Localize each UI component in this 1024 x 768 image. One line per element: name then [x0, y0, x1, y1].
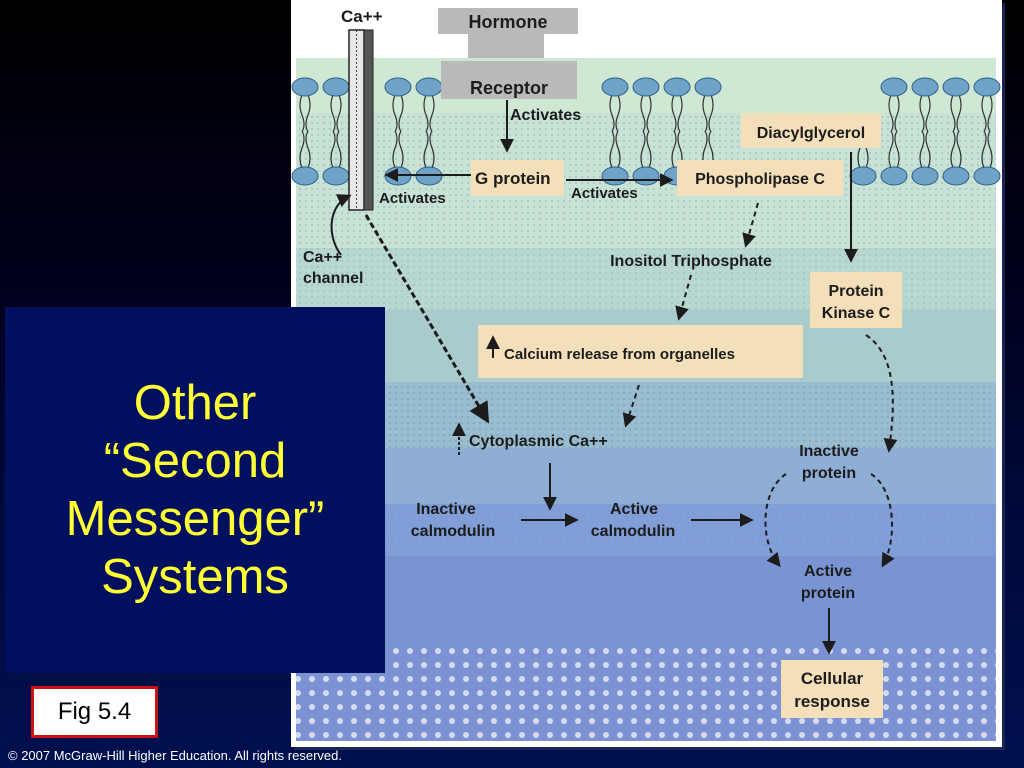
inactive-protein-label-line2: protein [802, 465, 856, 482]
lipid-tail [423, 94, 435, 133]
inactive-calmodulin-label-line1: Inactive [416, 501, 476, 518]
lipid-tail [330, 94, 342, 133]
active-protein-label-line2: protein [801, 585, 855, 602]
lipid-head [632, 166, 660, 186]
lipid-tail [609, 130, 621, 169]
lipid-head [415, 77, 443, 97]
lipid-head [322, 77, 350, 97]
lipid-tail [981, 130, 993, 169]
title-line-2: “Second [103, 434, 287, 488]
slide-title-panel: Other “Second Messenger” Systems [5, 307, 385, 673]
figure-label: Fig 5.4 [57, 698, 132, 725]
lipid-head [384, 77, 412, 97]
title-line-4: Systems [101, 550, 289, 604]
lipid-head [973, 166, 1001, 186]
label-boxes [438, 8, 902, 718]
lipid-tail [640, 94, 652, 133]
slide-title: Other “Second Messenger” Systems [66, 374, 325, 606]
phospholipase-c-label: Phospholipase C [695, 171, 825, 188]
lipid-head [880, 77, 908, 97]
activates-label-receptor: Activates [510, 107, 581, 124]
ca-channel-label-line2: channel [303, 270, 363, 287]
ca-channel-structure [348, 29, 374, 211]
activates-label-plc: Activates [571, 185, 638, 202]
lipid-head [601, 77, 629, 97]
receptor-label: Receptor [470, 78, 548, 98]
lipid-tail [888, 130, 900, 169]
lipid-tail [392, 94, 404, 133]
figure-label-box: Fig 5.4 [31, 686, 158, 738]
lipid-head [880, 166, 908, 186]
ca-channel-label-line1: Ca++ [303, 249, 342, 266]
diacylglycerol-label: Diacylglycerol [757, 125, 866, 142]
lipid-tail [609, 94, 621, 133]
lipid-tail [299, 94, 311, 133]
cellular-response-label-line1: Cellular [801, 669, 864, 688]
lipid-tail [640, 130, 652, 169]
lipid-head [663, 77, 691, 97]
active-calmodulin-label-line1: Active [610, 501, 658, 518]
protein-kinase-c-label-line2: Kinase C [822, 305, 891, 322]
hormone-label: Hormone [468, 12, 547, 32]
lipid-tail [950, 130, 962, 169]
lipid-head [632, 77, 660, 97]
cellular-response-label-line2: response [794, 692, 870, 711]
lipid-tail [671, 94, 683, 133]
cytoplasmic-ca-label: Cytoplasmic Ca++ [469, 433, 608, 450]
lipid-head [849, 166, 877, 186]
pathway-diagram: Ca++ Hormone Receptor Activates Diacylgl… [291, 7, 1001, 741]
inositol-triphosphate-label: Inositol Triphosphate [610, 253, 772, 270]
lipid-head [942, 166, 970, 186]
background-bands [296, 58, 996, 741]
lipid-tail [950, 94, 962, 133]
lipid-tail [392, 130, 404, 169]
lipid-tail [919, 94, 931, 133]
title-line-3: Messenger” [65, 492, 325, 546]
lipid-tail [888, 94, 900, 133]
lipid-head [322, 166, 350, 186]
lipid-tail [423, 130, 435, 169]
inactive-protein-label-line1: Inactive [799, 443, 859, 460]
activates-label-channel: Activates [379, 190, 446, 207]
copyright-notice: © 2007 McGraw-Hill Higher Education. All… [8, 748, 342, 763]
active-protein-label-line1: Active [804, 563, 852, 580]
active-calmodulin-label-line2: calmodulin [591, 523, 675, 540]
pathway-arrows [330, 100, 898, 655]
lipid-head [601, 166, 629, 186]
lipid-head [973, 77, 1001, 97]
lipid-head [911, 77, 939, 97]
lipid-head [942, 77, 970, 97]
lipid-tail [299, 130, 311, 169]
diagram-labels: Ca++ Hormone Receptor Activates Diacylgl… [303, 7, 891, 711]
title-line-1: Other [133, 376, 257, 430]
lipid-tail [919, 130, 931, 169]
lipid-head [291, 166, 319, 186]
calcium-release-label: Calcium release from organelles [504, 346, 735, 363]
lipid-head [911, 166, 939, 186]
lipid-head [291, 77, 319, 97]
lipid-head [694, 77, 722, 97]
inactive-calmodulin-label-line2: calmodulin [411, 523, 495, 540]
lipid-tail [702, 94, 714, 133]
lipid-tail [330, 130, 342, 169]
second-messenger-figure: Ca++ Hormone Receptor Activates Diacylgl… [291, 0, 1002, 747]
ca-top-label: Ca++ [341, 7, 383, 26]
protein-kinase-c-label-line1: Protein [828, 283, 883, 300]
lipid-tail [981, 94, 993, 133]
g-protein-label: G protein [475, 169, 551, 188]
